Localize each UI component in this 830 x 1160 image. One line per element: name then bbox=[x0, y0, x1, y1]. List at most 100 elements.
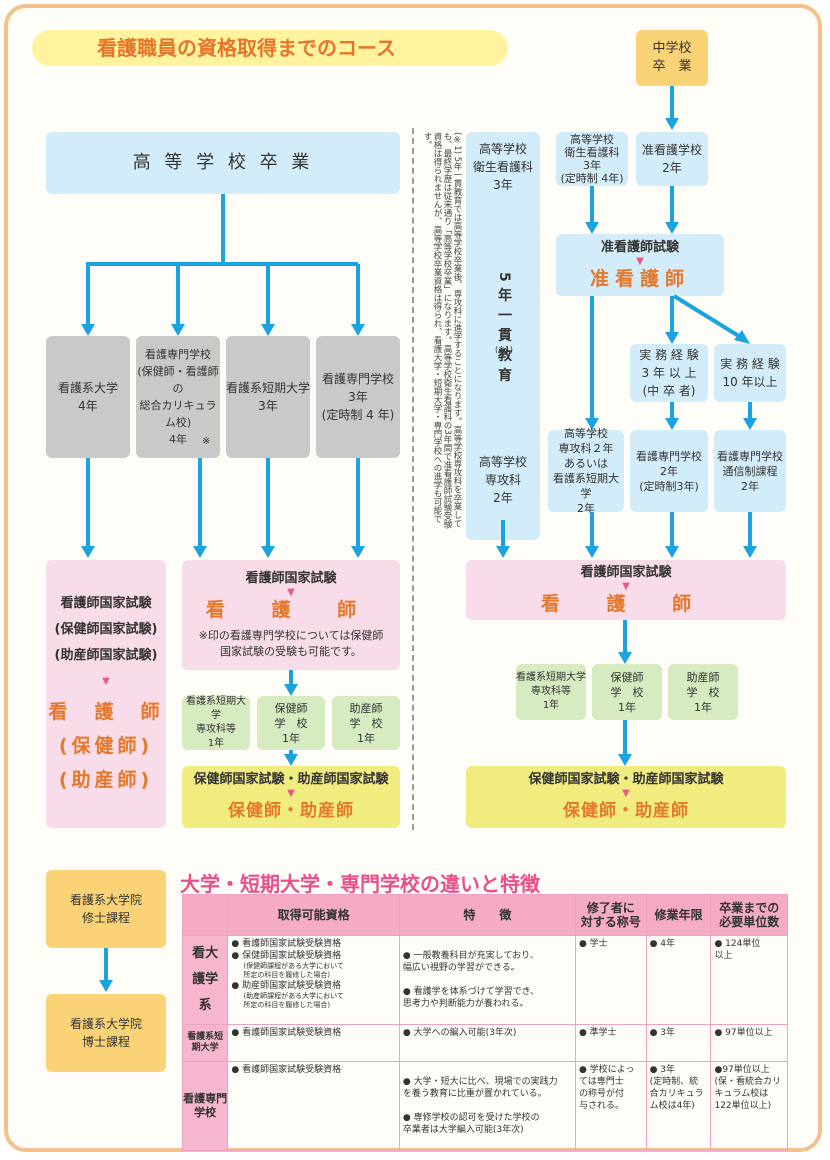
table-header-blank bbox=[181, 894, 229, 936]
exam-name: 保健師国家試験・助産師国家試験 bbox=[193, 772, 389, 787]
connector bbox=[670, 296, 674, 332]
upgrade-vocational-box: 看護専門学校 2年 (定時制3年) bbox=[630, 430, 708, 512]
grad-doctor-box: 看護系大学院 博士課程 bbox=[46, 994, 166, 1072]
qual-note: (保健師課程がある大学において 所定の科目を履修した場合) bbox=[243, 962, 344, 979]
arrow-icon bbox=[743, 546, 757, 558]
upgrade-senkouka-box: 高等学校 専攻科２年 あるいは 看護系短期大学 2年 bbox=[548, 427, 624, 515]
arrow-icon bbox=[665, 332, 679, 344]
row-degree: ● 準学士 bbox=[574, 1024, 647, 1062]
final-exam-box-left: 保健師国家試験・助産師国家試験 ▼ 保健師・助産師 bbox=[182, 766, 400, 828]
eisei-label: 高等学校 衛生看護科 3年 bbox=[472, 142, 533, 192]
row-type: 看大 護学 系 bbox=[181, 935, 229, 1025]
connector bbox=[590, 296, 594, 418]
post-school-senkouka-right: 看護系短期大学 専攻科等 1年 bbox=[516, 664, 586, 720]
arrow-icon bbox=[351, 546, 365, 558]
exam-name: 看護師国家試験 bbox=[60, 596, 152, 611]
qual-item: ● 看護師国家試験受験資格 bbox=[231, 1065, 342, 1075]
comparison-table: 取得可能資格 特 徴 修了者に 対する称号 修業年限 卒業までの 必要単位数 看… bbox=[181, 894, 788, 1151]
row-quals: ● 看護師国家試験受験資格 ● 保健師国家試験受験資格 (保健師課程がある大学に… bbox=[227, 935, 400, 1025]
connector bbox=[590, 512, 594, 546]
experience-3yr-box: 実 務 経 験 3 年 以 上 (中 卒 者) bbox=[630, 344, 708, 402]
qual-item: ● 助産師国家試験受験資格 bbox=[231, 981, 342, 991]
row-credits: ●97単位以上 (保・看統合カリ キュラム校は 122単位以上) bbox=[710, 1061, 788, 1151]
connector bbox=[198, 458, 202, 546]
row-quals: ● 看護師国家試験受験資格 bbox=[227, 1061, 400, 1151]
connector bbox=[104, 948, 108, 980]
row-features: ● 大学への編入可能(3年次) bbox=[398, 1024, 576, 1062]
exam-box-right: 看護師国家試験 ▼ 看 護 師 bbox=[466, 560, 786, 620]
row-type: 看護系短期大学 bbox=[181, 1024, 229, 1062]
connector bbox=[748, 512, 752, 546]
ikkan-note: (※1) bbox=[494, 345, 514, 354]
school-nursing-vocational-3yr: 看護専門学校 3年 (定時制 4 年) bbox=[316, 336, 400, 458]
exam-result: 看 護 師 bbox=[205, 599, 377, 621]
exam-name: 看護師国家試験 bbox=[245, 571, 337, 586]
table-row: 看護系短期大学 ● 看護師国家試験受験資格 ● 大学への編入可能(3年次) ● … bbox=[181, 1024, 788, 1062]
connector bbox=[356, 458, 360, 546]
arrow-icon bbox=[193, 546, 207, 558]
feature-item: ● 大学への編入可能(3年次) bbox=[402, 1028, 517, 1038]
connector bbox=[221, 194, 225, 264]
post-school-midwife: 助産師 学 校 1年 bbox=[332, 696, 400, 750]
connector bbox=[590, 186, 594, 222]
experience-10yr-box: 実 務 経 験 10 年以上 bbox=[714, 344, 786, 402]
table-header: 特 徴 bbox=[398, 894, 576, 936]
arrow-icon bbox=[665, 418, 679, 430]
comparison-title: 大学・短期大学・専門学校の違いと特徴 bbox=[180, 872, 540, 896]
row-features: ● 大学・短大に比べ、現場での実践力 を養う教育に比重が置かれている。 ● 専修… bbox=[398, 1061, 576, 1151]
school-nursing-university: 看護系大学 4年 bbox=[46, 336, 130, 458]
divider bbox=[412, 128, 414, 830]
row-years: ● 3年 (定時制、統 合カリキュラ ム校は4年) bbox=[645, 1061, 712, 1151]
feature-item: ● 看護学を体系づけて学習でき、 思考力や判断能力が養われる。 bbox=[402, 987, 539, 1009]
row-quals: ● 看護師国家試験受験資格 bbox=[227, 1024, 400, 1062]
arrow-icon bbox=[81, 324, 95, 336]
row-degree: ● 学士 bbox=[574, 935, 647, 1025]
exam-note: ※印の看護専門学校については保健師 国家試験の受験も可能です。 bbox=[198, 629, 384, 658]
arrow-icon bbox=[743, 418, 757, 430]
post-school-public-health-right: 保健師 学 校 1年 bbox=[592, 664, 662, 720]
table-header: 卒業までの 必要単位数 bbox=[710, 894, 788, 936]
connector bbox=[289, 670, 293, 686]
junior-high-grad-box: 中学校 卒 業 bbox=[636, 30, 708, 86]
row-degree: ● 学校によっ ては専門士 の称号が付 与される。 bbox=[574, 1061, 647, 1151]
arrow-icon bbox=[585, 418, 599, 430]
connector bbox=[266, 264, 270, 326]
exam-result: 看 護 師 bbox=[48, 701, 164, 723]
junkango-school-box: 准看護学校 2年 bbox=[636, 132, 708, 186]
diagonal-arrow bbox=[672, 294, 750, 344]
connector bbox=[623, 620, 627, 652]
row-credits: ● 97単位以上 bbox=[710, 1024, 788, 1062]
feature-item: ● 一般教養科目が充実しており、 幅広い視野の学習ができる。 bbox=[402, 951, 539, 973]
arrow-icon bbox=[665, 222, 679, 234]
exam-name: (助産師国家試験) bbox=[54, 648, 158, 663]
ikkan-label: 5年一貫教育 bbox=[496, 272, 512, 388]
exam-result: 准看護師 bbox=[589, 268, 690, 290]
arrow-icon bbox=[585, 222, 599, 234]
eisei-5yr-column: 高等学校 衛生看護科 3年 bbox=[466, 132, 540, 540]
feature-item: ● 大学・短大に比べ、現場での実践力 を養う教育に比重が置かれている。 bbox=[402, 1077, 558, 1099]
arrow-icon bbox=[81, 546, 95, 558]
final-exam-box-right: 保健師国家試験・助産師国家試験 ▼ 保健師・助産師 bbox=[466, 766, 786, 828]
exam-result: (保健師) bbox=[58, 735, 154, 757]
qual-item: ● 保健師国家試験受験資格 bbox=[231, 951, 342, 961]
post-school-senkouka: 看護系短期大学 専攻科等 1年 bbox=[182, 696, 250, 750]
note-mark: ※ bbox=[202, 436, 211, 447]
table-header: 修了者に 対する称号 bbox=[574, 894, 647, 936]
connector bbox=[289, 750, 293, 756]
triangle-icon: ▼ bbox=[287, 788, 295, 799]
arrow-icon bbox=[665, 118, 679, 130]
row-features: ● 一般教養科目が充実しており、 幅広い視野の学習ができる。 ● 看護学を体系づ… bbox=[398, 935, 576, 1025]
arrow-icon bbox=[284, 684, 298, 696]
triangle-icon: ▼ bbox=[622, 788, 630, 799]
table-header-row: 取得可能資格 特 徴 修了者に 対する称号 修業年限 卒業までの 必要単位数 bbox=[181, 894, 788, 936]
connector bbox=[86, 458, 90, 546]
arrow-icon bbox=[261, 324, 275, 336]
row-credits: ● 124単位 以上 bbox=[710, 935, 788, 1025]
upgrade-correspondence-box: 看護専門学校 通信制課程 2年 bbox=[714, 430, 786, 512]
arrow-icon bbox=[585, 546, 599, 558]
footnote-vertical: (※1) 5年一貫教育では高等学校卒業後、専攻科に進学することになります。高等学… bbox=[422, 132, 462, 529]
page-title: 看護職員の資格取得までのコース bbox=[32, 30, 508, 66]
arrow-icon bbox=[351, 324, 365, 336]
arrow-icon bbox=[665, 546, 679, 558]
senkou-label-box: 高等学校 専攻科 2年 bbox=[478, 455, 527, 505]
